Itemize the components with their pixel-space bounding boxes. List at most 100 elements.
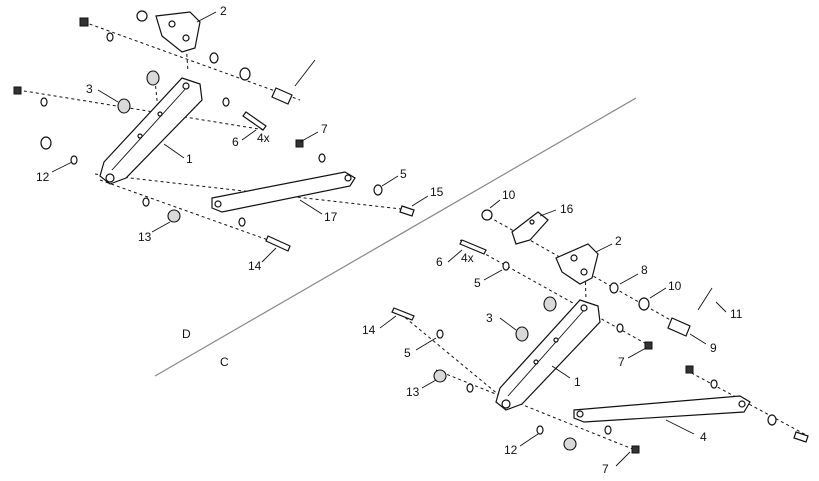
leader-12b <box>519 433 539 447</box>
section-divider <box>154 97 637 377</box>
callout-2b: 2 <box>615 234 622 248</box>
washer-lower-d2 <box>238 217 246 227</box>
leader-10b <box>649 287 667 299</box>
leader-16 <box>539 209 557 217</box>
spacer-top-d <box>209 52 219 64</box>
leader-3a <box>97 89 119 103</box>
axis-vertical-c <box>584 269 587 301</box>
callout-10a: 10 <box>502 188 516 202</box>
callout-15: 15 <box>430 185 444 199</box>
washer-link-c2 <box>767 414 777 426</box>
arm-1-c-edge <box>507 307 587 397</box>
callout-11: 11 <box>730 307 743 321</box>
arm-hole-d2 <box>157 111 163 117</box>
leader-2b <box>595 243 613 253</box>
callout-5a: 5 <box>400 167 407 181</box>
locknut-7-d <box>295 139 304 148</box>
callout-14b: 14 <box>362 323 376 337</box>
washer-13-c <box>466 383 474 393</box>
callout-2a: 2 <box>220 4 227 18</box>
callout-7b: 7 <box>618 355 625 369</box>
bolt-14-c <box>391 307 415 321</box>
leader-11 <box>715 301 727 313</box>
spacer-8 <box>609 282 619 294</box>
leader-17 <box>299 199 323 215</box>
leader-8 <box>619 273 639 285</box>
locknut-7-c2 <box>631 445 640 454</box>
bolt-6-d <box>242 111 267 131</box>
washer-5-c1 <box>502 261 510 271</box>
plate-16-hole <box>529 219 535 225</box>
leader-10a <box>489 199 501 209</box>
callout-3b: 3 <box>486 311 493 325</box>
locknut-link-c <box>685 365 694 374</box>
leader-5b <box>483 269 503 281</box>
washer-12-d <box>70 155 78 165</box>
washer-link-c <box>710 379 718 389</box>
callout-1b: 1 <box>574 375 581 389</box>
callout-5c: 5 <box>404 346 411 360</box>
callout-8: 8 <box>641 263 648 277</box>
bushing-12-d <box>40 136 52 150</box>
callout-6b: 6 <box>436 255 443 269</box>
bushing-c1 <box>543 296 557 312</box>
locknut-top-d <box>79 17 89 27</box>
arm-hole-d1 <box>182 82 190 90</box>
washer-5-d <box>373 184 383 196</box>
washer-lower-c <box>604 425 612 435</box>
callout-5b: 5 <box>474 276 481 290</box>
washer-7-c <box>616 323 624 333</box>
washer-12-c <box>536 425 544 435</box>
arm-1-d <box>99 77 203 185</box>
leader-13b <box>421 379 437 389</box>
leader-6a <box>241 129 257 141</box>
link-4-hole2 <box>576 410 584 418</box>
callout-7c: 7 <box>602 462 609 476</box>
callout-10b: 10 <box>668 279 682 293</box>
leader-5a <box>381 175 399 187</box>
bushing-c2 <box>515 326 529 342</box>
leader-14a <box>261 247 277 263</box>
callout-3a: 3 <box>86 82 93 96</box>
callout-4xa: 4x <box>257 131 270 145</box>
bushing-d1 <box>146 70 160 86</box>
section-label-d: D <box>182 327 191 341</box>
leader-15 <box>411 195 429 207</box>
washer-10-c <box>481 209 493 221</box>
leader-1b <box>551 365 571 379</box>
arm-hole-d3 <box>137 133 143 139</box>
leader-12a <box>51 161 73 173</box>
callout-12b: 12 <box>504 443 518 457</box>
washer-pivot-d <box>40 97 48 107</box>
leader-7b <box>627 347 647 359</box>
arm-1-c <box>495 299 601 411</box>
axis-top-d <box>83 21 301 101</box>
leader-14b <box>379 315 397 329</box>
callout-7a: 7 <box>321 122 328 136</box>
washer-pivot-d2 <box>222 97 230 107</box>
clevis-pin-9 <box>667 317 691 337</box>
bolt-14-d <box>265 235 291 252</box>
plate-hole-d2 <box>182 34 190 42</box>
callout-4: 4 <box>700 430 707 444</box>
washer-top-d2 <box>239 67 251 81</box>
assembly-d <box>13 10 429 263</box>
arm-c-hole4 <box>501 399 511 409</box>
axis-link-c <box>685 369 809 437</box>
callouts: 2 3 1 6 4x 7 12 5 15 17 13 14 10 16 2 6 … <box>36 4 743 476</box>
callout-4xb: 4x <box>461 251 474 265</box>
washer-lower-d <box>142 197 150 207</box>
plate-hole-d1 <box>168 20 176 28</box>
callout-16: 16 <box>560 202 574 216</box>
arm-1-d-edge <box>111 85 189 171</box>
leader-1a <box>163 143 185 159</box>
bolt-6-c <box>459 239 487 255</box>
leader-7c <box>615 451 631 467</box>
link-17-hole2 <box>214 200 222 208</box>
hairpin-11 <box>697 287 713 311</box>
washer-7-d <box>318 153 326 163</box>
link-17 <box>211 171 356 213</box>
section-label-c: C <box>220 355 229 369</box>
callout-1a: 1 <box>186 152 193 166</box>
callout-13a: 13 <box>138 230 152 244</box>
